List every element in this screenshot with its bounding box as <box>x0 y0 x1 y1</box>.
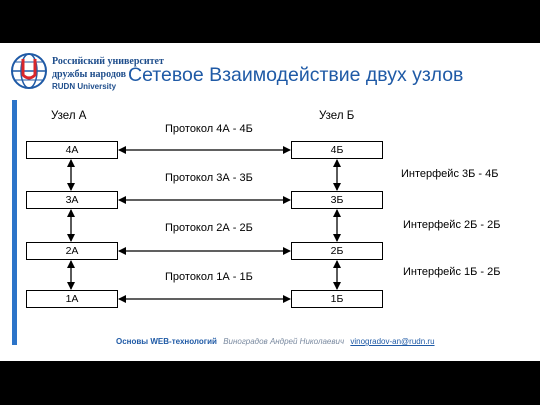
layer-box-b1: 1Б <box>291 290 383 308</box>
layer-box-a4: 4А <box>26 141 118 159</box>
slide-title: Сетевое Взаимодействие двух узлов <box>128 64 464 86</box>
layer-box-a1: 1А <box>26 290 118 308</box>
footer: Основы WEB-технологий Виноградов Андрей … <box>116 337 435 346</box>
layer-box-a2: 2А <box>26 242 118 260</box>
protocol-label-1: Протокол 1А - 1Б <box>165 271 253 283</box>
node-a-label: Узел А <box>51 110 87 122</box>
rudn-logo-icon <box>11 53 47 89</box>
footer-author: Виноградов Андрей Николаевич <box>223 337 345 346</box>
layer-box-b3: 3Б <box>291 191 383 209</box>
interface-label-1-2: Интерфейс 1Б - 2Б <box>403 266 501 278</box>
protocol-label-4: Протокол 4А - 4Б <box>165 123 253 135</box>
university-name-line2: дружбы народов <box>52 69 127 80</box>
footer-email-link[interactable]: vinogradov-an@rudn.ru <box>350 337 435 346</box>
layer-box-b2: 2Б <box>291 242 383 260</box>
footer-course: Основы WEB-технологий <box>116 337 217 346</box>
protocol-label-3: Протокол 3А - 3Б <box>165 172 253 184</box>
layer-box-a3: 3А <box>26 191 118 209</box>
university-name-line1: Российский университет <box>52 56 164 67</box>
node-b-label: Узел Б <box>319 110 355 122</box>
interface-label-3-4: Интерфейс 3Б - 4Б <box>401 168 499 180</box>
university-name-line3: RUDN University <box>52 82 117 91</box>
interface-label-2-3: Интерфейс 2Б - 2Б <box>403 219 501 231</box>
layer-box-b4: 4Б <box>291 141 383 159</box>
protocol-label-2: Протокол 2А - 2Б <box>165 222 253 234</box>
accent-bar <box>12 100 17 345</box>
